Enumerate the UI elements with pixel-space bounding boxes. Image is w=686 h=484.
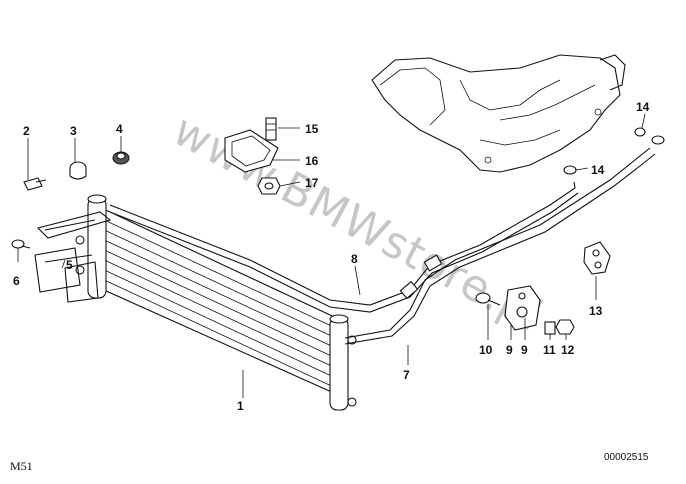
oil-lines [44, 135, 665, 345]
callout-3: 3 [70, 124, 77, 138]
callout-1: 1 [237, 399, 244, 413]
part-6-screw [11, 239, 31, 249]
callout-11: 11 [543, 343, 556, 357]
callout-15: 15 [305, 122, 319, 136]
callout-7: 7 [403, 368, 410, 382]
callout-17: 17 [305, 176, 319, 190]
part-13-clip [583, 241, 611, 275]
callout-9b: 9 [521, 343, 528, 357]
callout-8: 8 [351, 252, 358, 266]
part-14-seal-washers [563, 127, 646, 175]
transmission-housing [371, 54, 626, 173]
part-3-nut [69, 161, 87, 180]
part-4-grommet [112, 151, 130, 165]
part-15-16-17-mount [224, 117, 281, 195]
callout-4: 4 [116, 122, 123, 136]
callout-5: 5 [66, 258, 73, 272]
part-2-bolt [23, 177, 47, 191]
model-label: M51 [10, 459, 33, 473]
callout-12: 12 [561, 343, 575, 357]
callout-14a: 14 [636, 100, 650, 114]
part-9-clamp [504, 285, 541, 331]
callout-6: 6 [13, 274, 20, 288]
diagram-code: 00002515 [604, 452, 649, 463]
left-bracket [34, 211, 112, 303]
part-10-bolt [475, 292, 501, 306]
callout-16: 16 [305, 154, 319, 168]
callout-10: 10 [479, 343, 493, 357]
part-11-12-fasteners [544, 319, 575, 335]
leader-lines [17, 113, 646, 398]
callout-2: 2 [23, 124, 30, 138]
callout-13: 13 [589, 304, 603, 318]
callout-9a: 9 [506, 343, 513, 357]
callout-14b: 14 [591, 163, 605, 177]
